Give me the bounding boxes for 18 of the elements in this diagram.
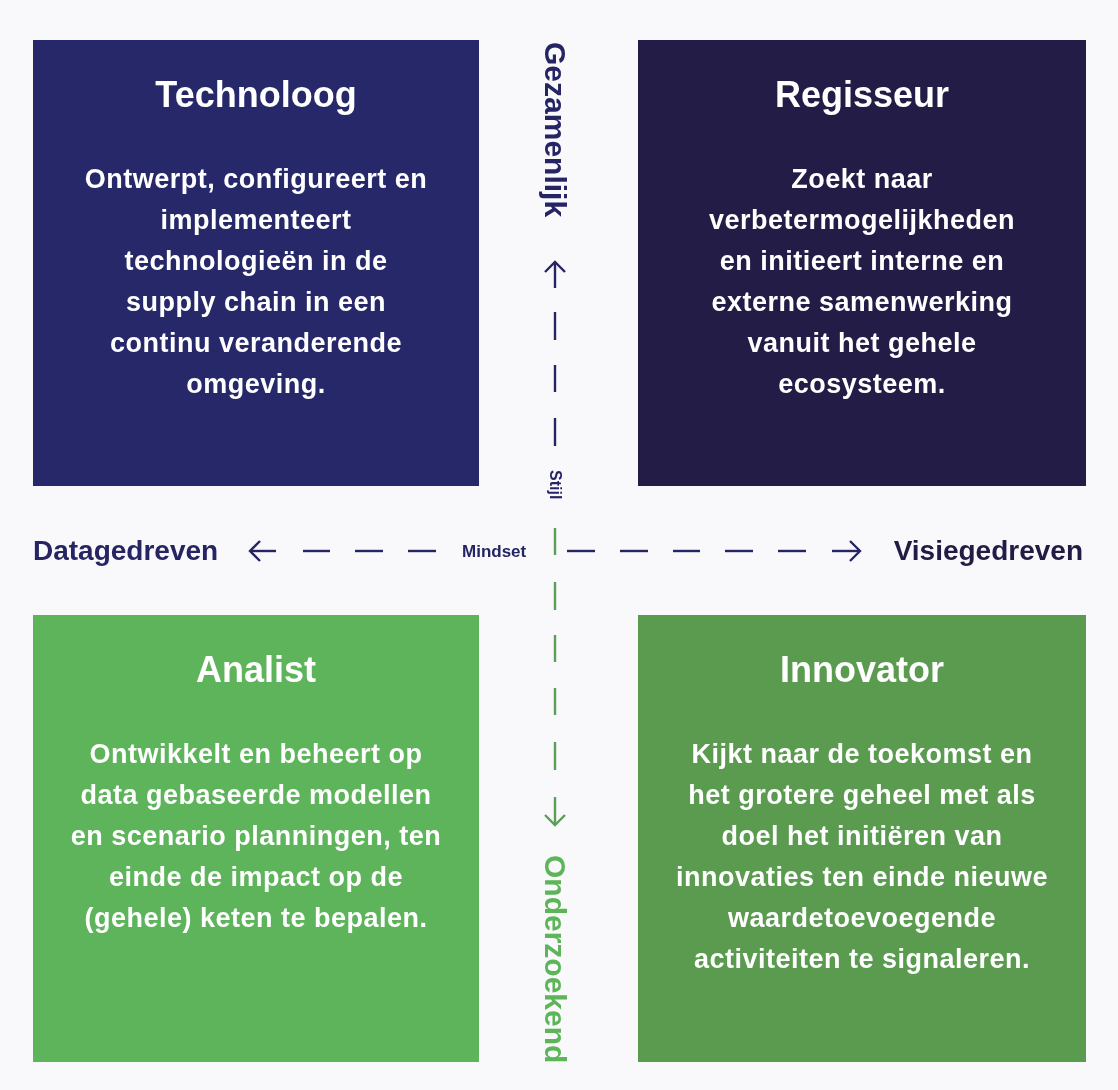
quadrant-description: Zoekt naar verbetermogelijkheden en initieert interne en externe samenwerking vanuit het gehele ecosysteem.: [707, 163, 1017, 401]
axis-label: Stijl: [546, 470, 565, 500]
quadrant-box: [638, 615, 1086, 1062]
axis-label: Onderzoekend: [538, 855, 573, 1064]
quadrant-box: [33, 40, 479, 486]
quadrant-description: Ontwerpt, configureert en implementeert technologieën in de supply chain in een continu veranderende omgeving.: [83, 163, 429, 401]
quadrant-description: Kijkt naar de toekomst en het grotere geheel met als doel het initiëren van innovaties ten einde nieuwe waardetoevoegende activiteiten te signaleren.: [674, 738, 1050, 976]
axis-label: Gezamenlijk: [538, 42, 573, 218]
quadrant-title: Analist: [196, 649, 316, 691]
quadrant-box: [638, 40, 1086, 486]
quadrant-title: Regisseur: [774, 74, 950, 116]
quadrant-title: Innovator: [780, 649, 944, 691]
quadrant-box: [33, 615, 479, 1062]
quadrant-description: Ontwikkelt en beheert op data gebaseerde modellen en scenario planningen, ten einde de impact op de (gehele) keten te bepalen.: [69, 738, 443, 935]
quadrant-title: Technoloog: [155, 74, 357, 116]
axis-label: Visiegedreven: [893, 534, 1083, 568]
axis-label: Mindset: [462, 542, 527, 562]
axis-label: Datagedreven: [33, 534, 219, 568]
